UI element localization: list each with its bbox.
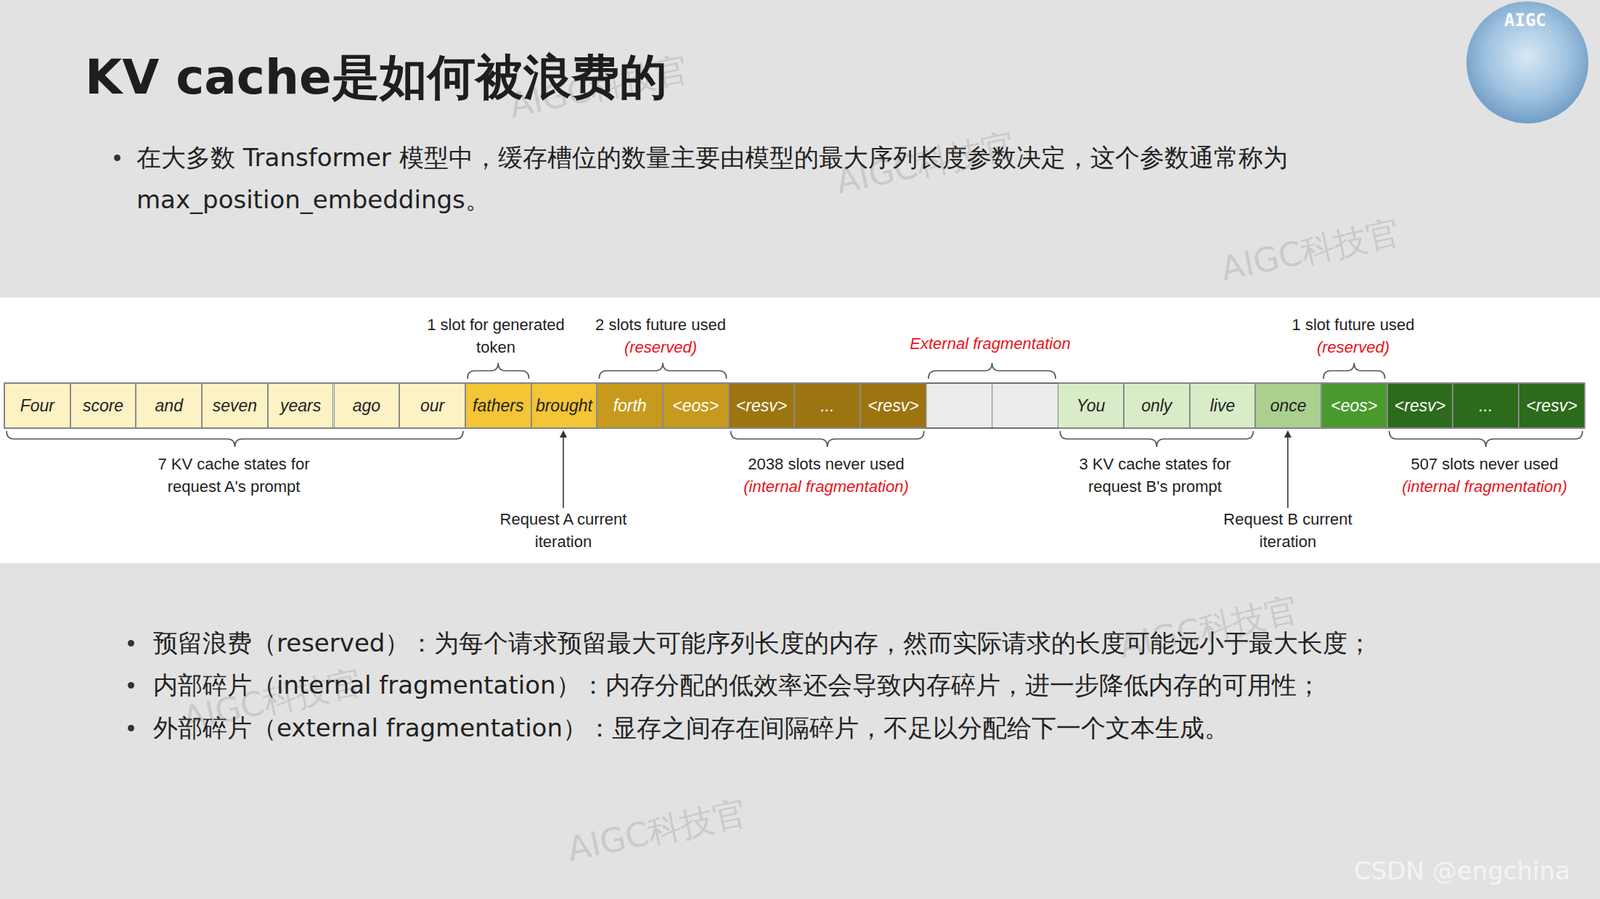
annotation: 7 KV cache states for request A's prompt [137,452,331,499]
brace-group [6,362,1583,448]
token-text: live [1210,396,1236,416]
token-text: forth [613,396,647,416]
kv-slot: our [399,383,466,429]
curly-brace [928,362,1056,379]
kv-slot: ... [1452,383,1519,429]
bullet-text: 在大多数 Transformer 模型中，缓存槽位的数量主要由模型的最大序列长度… [136,136,1487,221]
token-text: You [1076,396,1106,416]
token-text: and [155,396,183,416]
kv-slot: score [70,383,137,429]
kv-slot: <resv> [728,383,795,429]
source-credit: CSDN @engchina [1353,856,1571,886]
curly-brace [6,431,464,448]
token-text: <resv> [867,396,919,416]
token-text: years [280,396,321,416]
bullet-text: 内部碎片（internal fragmentation）：内存分配的低效率还会导… [153,664,1577,707]
token-text: <resv> [736,396,787,416]
kv-slot: ... [794,383,861,429]
watermark: AIGC科技官 [563,791,751,874]
annotation: 507 slots never used [1390,452,1579,476]
pointer-arrow [1287,434,1289,509]
annotation: (reserved) [1316,336,1390,359]
kv-slot: <eos> [1321,383,1388,429]
token-text: <resv> [1394,396,1446,416]
annotation: 1 slot future used [1266,313,1441,337]
kv-slot: brought [531,383,598,429]
token-text: once [1270,396,1307,416]
watermark: AIGC科技官 [1216,210,1404,293]
annotation: (internal fragmentation) [743,475,909,499]
kv-slot: <resv> [1387,383,1454,429]
token-text: brought [535,396,593,416]
kv-slot: <resv> [860,383,927,429]
token-text: <eos> [672,396,719,416]
bullet-dot [127,725,135,732]
pointer-arrow [562,434,565,509]
kv-slot: and [135,383,202,429]
token-text: seven [212,396,257,416]
kv-slot: only [1123,383,1190,429]
bullet-text: 外部碎片（external fragmentation）：显存之间存在间隔碎片，… [153,707,1577,750]
kv-slot: once [1255,383,1322,429]
curly-brace [598,362,726,379]
token-text: our [420,396,445,416]
kv-slot: <resv> [1518,383,1585,429]
kv-slot: fathers [465,383,532,429]
curly-brace [731,431,925,448]
bullet-text: 预留浪费（reserved）：为每个请求预留最大可能序列长度的内存，然而实际请求… [153,622,1577,665]
kv-slot: forth [596,383,663,429]
kv-slot: Four [4,383,71,429]
kv-slot: live [1189,383,1256,429]
token-text: Four [20,396,55,416]
annotation: Request A current iteration [496,508,631,554]
curly-brace [467,362,530,379]
token-text: <resv> [1525,396,1577,416]
kv-slot: ago [333,383,400,429]
token-text: score [82,396,124,416]
curly-brace [1059,431,1253,448]
annotation: (reserved) [624,336,697,359]
kv-slot: seven [201,383,268,429]
annotation: (internal fragmentation) [1401,475,1567,499]
annotation: 1 slot for generated token [426,313,565,359]
token-text: fathers [472,396,524,416]
bullet-dot [127,640,135,647]
token-text: ... [1478,396,1493,416]
annotation: External fragmentation [909,332,1071,355]
cache-row-outline [4,383,1585,429]
empty-slot [926,383,993,429]
token-text: ... [820,396,835,416]
annotation: 2 slots future used [566,313,755,337]
bullet-dot [127,682,135,689]
kv-slot: years [267,383,334,429]
kv-slot: <eos> [662,383,729,429]
empty-slot [992,383,1059,429]
curly-brace [1389,431,1583,448]
slide-title: KV cache是如何被浪费的 [84,45,668,111]
token-text: ago [352,396,381,416]
bullet-dot [113,154,121,162]
avatar-label: AIGC [1504,10,1547,31]
token-text: only [1141,396,1172,416]
annotation: 3 KV cache states for request B's prompt [1059,452,1252,499]
curly-brace [1323,362,1386,379]
annotation: Request B current iteration [1221,508,1356,554]
kv-slot: You [1057,383,1124,429]
token-text: <eos> [1330,396,1378,416]
annotation: 2038 slots never used [724,452,928,476]
